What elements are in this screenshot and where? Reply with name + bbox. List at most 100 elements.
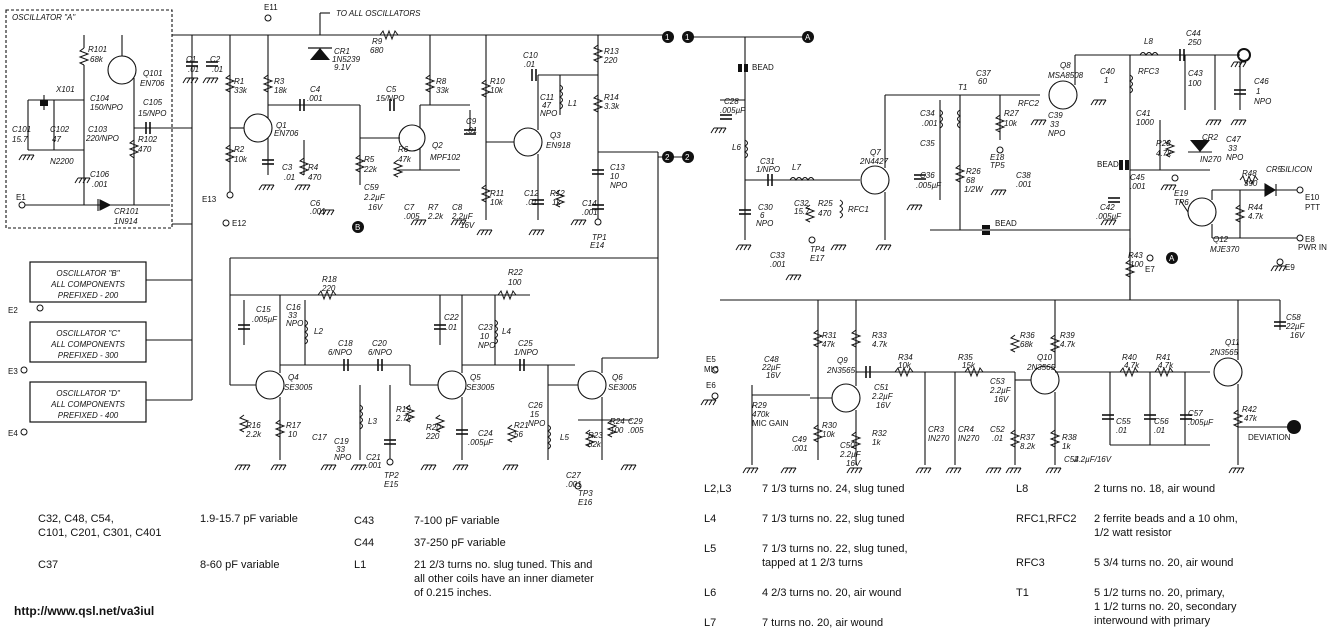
component-label: BEAD	[1097, 160, 1119, 169]
component-label: IN270	[958, 434, 980, 443]
component-label: .01	[284, 173, 295, 182]
component-label: .01	[526, 198, 537, 207]
component-label: N2200	[50, 157, 74, 166]
component-label: C18	[338, 339, 353, 348]
component-label: R101	[88, 45, 107, 54]
component-label: R44	[1248, 203, 1263, 212]
component-label: 4.7k	[1060, 340, 1076, 349]
component-label: 10k	[1004, 119, 1018, 128]
component-label: 100	[610, 426, 624, 435]
component-label: 2.2µF	[871, 392, 894, 401]
component-label: SILICON	[1280, 165, 1312, 174]
component-label: C11	[540, 93, 554, 102]
legend-key: L6	[704, 587, 717, 599]
component-label: .01	[992, 434, 1003, 443]
component-label: C59	[364, 183, 379, 192]
component-label: R11	[490, 189, 504, 198]
component-label: R42	[1242, 405, 1257, 414]
component-label: 15	[530, 410, 539, 419]
component-label: C19	[334, 437, 349, 446]
legend-key: L7	[704, 617, 717, 629]
component-label: 56	[514, 430, 523, 439]
component-label: C37	[976, 69, 991, 78]
component-label: 33k	[234, 86, 248, 95]
component-label: TP5	[990, 161, 1005, 170]
component-label: L8	[1144, 37, 1153, 46]
component-label: C29	[628, 417, 643, 426]
component-label: R18	[322, 275, 337, 284]
component-label: A	[1169, 254, 1175, 263]
legend-row: C32, C48, C54, C101, C201, C301, C401	[38, 513, 162, 539]
component-label: C2	[210, 55, 221, 64]
component-label: C27	[566, 471, 581, 480]
component-label: 10k	[234, 155, 248, 164]
component-label: C52	[990, 425, 1005, 434]
component-label: C46	[1254, 77, 1269, 86]
component-label: 2.2k	[245, 430, 262, 439]
component-label: R4	[308, 163, 319, 172]
component-label: C3	[282, 163, 293, 172]
component-label: C26	[528, 401, 543, 410]
component-label: R28	[1156, 139, 1171, 148]
component-label: 2.2µF	[839, 450, 862, 459]
component-label: .001	[770, 260, 786, 269]
component-label: C55	[1116, 417, 1131, 426]
component-label: PREFIXED - 300	[58, 351, 119, 360]
component-label: E12	[232, 219, 247, 228]
oscillator-a-label: OSCILLATOR "A"	[12, 13, 76, 22]
component-label: C106	[90, 170, 110, 179]
component-label: R2	[234, 145, 245, 154]
component-label: R6	[398, 145, 409, 154]
component-label: 9.1V	[334, 63, 351, 72]
component-label: 1k	[1062, 442, 1071, 451]
component-label: C34	[920, 109, 935, 118]
component-label: MIC GAIN	[752, 419, 789, 428]
component-label: 100	[1130, 260, 1144, 269]
component-label: E3	[8, 367, 18, 376]
component-label: 82k	[588, 440, 602, 449]
component-label: NPO	[1226, 153, 1243, 162]
component-label: 1	[665, 33, 670, 42]
component-label: CR101	[114, 207, 139, 216]
component-label: C10	[523, 51, 538, 60]
component-label: SE3005	[608, 383, 637, 392]
component-label: PTT	[1305, 203, 1320, 212]
component-label: C36	[920, 171, 935, 180]
component-label: 33k	[436, 86, 450, 95]
legend-key: C37	[38, 559, 59, 571]
component-label: 150/NPO	[90, 103, 123, 112]
component-label: .001	[582, 208, 598, 217]
legend-value: 21 2/3 turns no. slug tuned. This and al…	[414, 559, 594, 599]
component-label: L5	[560, 433, 569, 442]
component-label: .001	[310, 207, 326, 216]
component-label: 2.2µF	[363, 193, 386, 202]
component-label: TP4	[810, 245, 825, 254]
component-label: R43	[1128, 251, 1143, 260]
component-label: .005µF	[1188, 418, 1214, 427]
component-label: .01	[1116, 426, 1127, 435]
component-label: 2.2µF	[989, 386, 1012, 395]
component-label: OSCILLATOR "C"	[56, 329, 121, 338]
component-label: 68k	[1020, 340, 1034, 349]
component-label: 1	[1256, 87, 1260, 96]
legend-key: L1	[354, 559, 367, 571]
component-label: E4	[8, 429, 18, 438]
component-label: C38	[1016, 171, 1031, 180]
component-label: C101	[12, 125, 31, 134]
component-label: Q11	[1225, 338, 1240, 347]
component-label: C40	[1100, 67, 1115, 76]
component-label: .001	[566, 480, 582, 489]
component-label: R5	[364, 155, 375, 164]
component-label: R26	[966, 167, 981, 176]
component-label: CR1	[334, 47, 350, 56]
component-label: C54	[1064, 455, 1079, 464]
component-label: L2	[314, 327, 323, 336]
legend-value: 5 3/4 turns no. 20, air wound	[1094, 557, 1234, 569]
component-label: .005	[628, 426, 644, 435]
component-label: E1	[16, 193, 26, 202]
component-label: C51	[874, 383, 889, 392]
component-label: C21	[366, 453, 381, 462]
component-label: 4.7k	[1158, 361, 1174, 370]
component-label: R16	[246, 421, 261, 430]
component-label: TP1	[592, 233, 607, 242]
